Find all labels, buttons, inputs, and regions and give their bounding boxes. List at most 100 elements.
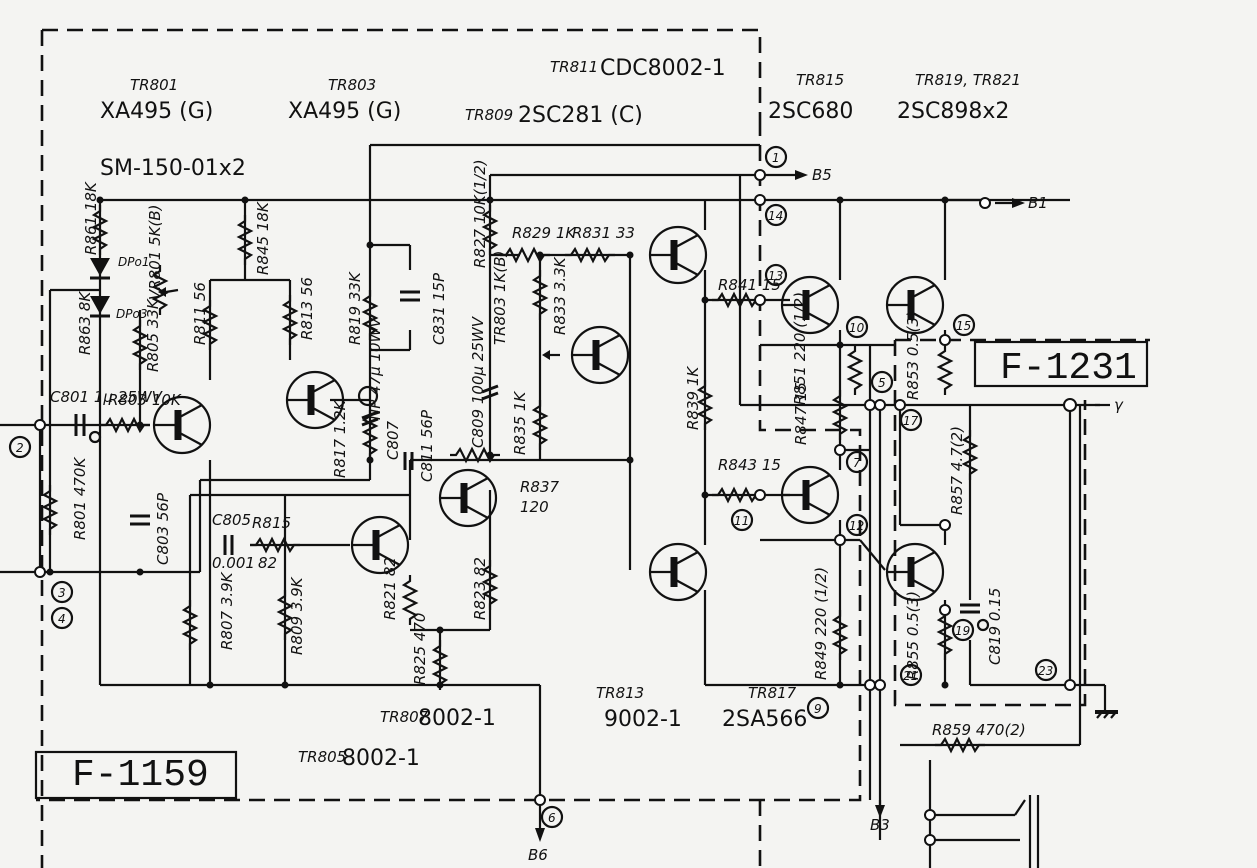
tr817-type: 2SA566 bbox=[722, 707, 807, 732]
tr809-name: TR809 bbox=[465, 106, 513, 124]
rail-b6-label: B6 bbox=[528, 846, 548, 864]
rail-b1-label: B1 bbox=[1028, 194, 1048, 212]
transistor-tr811-icon bbox=[650, 227, 706, 283]
node-7-label: 7 bbox=[853, 456, 861, 470]
capacitor-c819-icon bbox=[960, 603, 990, 632]
label-r823: R823 82 bbox=[471, 557, 489, 620]
tr805-type: 8002-1 bbox=[342, 746, 420, 771]
node-19-label: 19 bbox=[955, 624, 970, 638]
label-r817: R817 1.2K bbox=[331, 399, 349, 478]
capacitor-c811-icon bbox=[403, 452, 414, 470]
label-dpo1: DPo1 bbox=[118, 255, 149, 269]
label-r813: R813 56 bbox=[298, 277, 316, 340]
label-r833: R833 3.3K bbox=[551, 256, 569, 335]
block-f1159-border bbox=[34, 28, 862, 868]
label-np-cap: NP 47μ 10WV bbox=[366, 316, 384, 420]
label-c803: C803 56P bbox=[154, 492, 172, 565]
label-r841: R841 15 bbox=[718, 276, 781, 294]
resistor-r851-icon bbox=[847, 343, 863, 397]
label-r863: R863 8K bbox=[76, 291, 94, 355]
label-c819: C819 0.15 bbox=[986, 588, 1004, 665]
tr801-type: XA495 (G) bbox=[100, 99, 213, 124]
tr815-name: TR815 bbox=[796, 71, 844, 89]
label-r825: R825 470 bbox=[411, 613, 429, 685]
label-r827: R827 10K(1/2) bbox=[471, 159, 489, 268]
label-r859: R859 470(2) bbox=[932, 721, 1026, 739]
capacitor-c803-icon bbox=[130, 514, 150, 526]
node-5-label: 5 bbox=[878, 376, 886, 390]
transistor-tr817-icon bbox=[782, 467, 838, 523]
label-r849: R849 220 (1/2) bbox=[812, 567, 830, 680]
label-r851: R851 220 (1/2) bbox=[791, 292, 809, 405]
label-c811: C811 56P bbox=[418, 409, 436, 482]
label-r835: R835 1K bbox=[511, 391, 529, 455]
node-15-label: 15 bbox=[956, 319, 971, 333]
capacitor-c805-icon bbox=[223, 535, 234, 555]
rail-gamma-label: γ bbox=[1114, 396, 1124, 414]
tr813-name: TR813 bbox=[596, 684, 644, 702]
transistor-tr807-icon bbox=[440, 470, 496, 526]
diode-dpo3-icon bbox=[90, 296, 110, 318]
potentiometer-vr801-icon bbox=[152, 263, 179, 317]
label-r855: R855 0.5(3) bbox=[904, 591, 922, 680]
label-tr803-pot: TR803 1K(B) bbox=[491, 251, 509, 345]
tr819-name: TR819, TR821 bbox=[915, 71, 1021, 89]
node-12-label: 12 bbox=[849, 519, 864, 533]
label-r819: R819 33K bbox=[346, 271, 364, 345]
capacitor-c807-icon bbox=[361, 410, 379, 427]
tr807-type: 8002-1 bbox=[418, 706, 496, 731]
np-capacitor-icon bbox=[357, 385, 379, 407]
tr817-name: TR817 bbox=[748, 684, 797, 702]
node-23-label: 23 bbox=[1038, 664, 1053, 678]
node-9-label: 9 bbox=[814, 702, 822, 716]
label-r837: R837 bbox=[520, 478, 560, 496]
label-r815-value: 82 bbox=[258, 554, 277, 572]
block-label-f1159: F-1159 bbox=[72, 754, 209, 797]
label-c807: C807 bbox=[384, 420, 402, 460]
label-r847: R847 15 bbox=[792, 382, 810, 445]
label-c805: C805 bbox=[212, 511, 251, 529]
rail-b5-label: B5 bbox=[812, 166, 832, 184]
diode-pair-label: SM-150-01x2 bbox=[100, 156, 246, 181]
rail-arrows bbox=[535, 170, 1110, 842]
label-r845: R845 18K bbox=[254, 201, 272, 275]
label-dpo3: DPo3 bbox=[116, 307, 147, 321]
label-r829: R829 1K bbox=[512, 224, 576, 242]
diode-dpo1-icon bbox=[90, 258, 110, 280]
node-markers bbox=[8, 145, 1058, 829]
tr809-type: 2SC281 (C) bbox=[518, 103, 643, 128]
tr815-type: 2SC680 bbox=[768, 99, 853, 124]
label-r837-value: 120 bbox=[520, 498, 549, 516]
label-r853: R853 0.5(3) bbox=[904, 311, 922, 400]
label-r843: R843 15 bbox=[718, 456, 781, 474]
label-c831: C831 15P bbox=[430, 272, 448, 345]
label-r831: R831 33 bbox=[572, 224, 635, 242]
node-6-label: 6 bbox=[548, 811, 556, 825]
label-r839: R839 1K bbox=[684, 366, 702, 430]
label-c805-value: 0.001 bbox=[212, 554, 255, 572]
label-r803: R803 10K bbox=[108, 391, 182, 409]
label-r801: R801 470K bbox=[71, 457, 89, 540]
node-3-label: 3 bbox=[58, 586, 66, 600]
label-c801: C801 1μ 25WV bbox=[50, 388, 164, 406]
resistor-r853-icon bbox=[937, 343, 953, 397]
transistor-tr805-icon bbox=[352, 517, 408, 573]
junction-dots bbox=[34, 169, 1077, 846]
label-r807: R807 3.9K bbox=[218, 571, 236, 650]
label-r861: R861 18K bbox=[82, 181, 100, 255]
node-14-label: 14 bbox=[768, 209, 783, 223]
capacitor-c831-icon bbox=[400, 290, 420, 302]
node-11-label: 11 bbox=[734, 514, 749, 528]
tr801-name: TR801 bbox=[130, 76, 178, 94]
transistor-tr813-icon bbox=[650, 544, 706, 600]
capacitor-c809-icon bbox=[481, 384, 499, 401]
label-vr801: VR801 5K(B) bbox=[146, 205, 164, 300]
tr813-type: 9002-1 bbox=[604, 707, 682, 732]
capacitor-c801-icon bbox=[74, 414, 102, 444]
label-r811: R811 56 bbox=[191, 282, 209, 345]
label-r857: R857 4.7(2) bbox=[948, 426, 966, 515]
rail-b3-label: B3 bbox=[870, 816, 890, 834]
node-17-label: 17 bbox=[903, 414, 919, 428]
block-f1231-border bbox=[758, 338, 1150, 868]
